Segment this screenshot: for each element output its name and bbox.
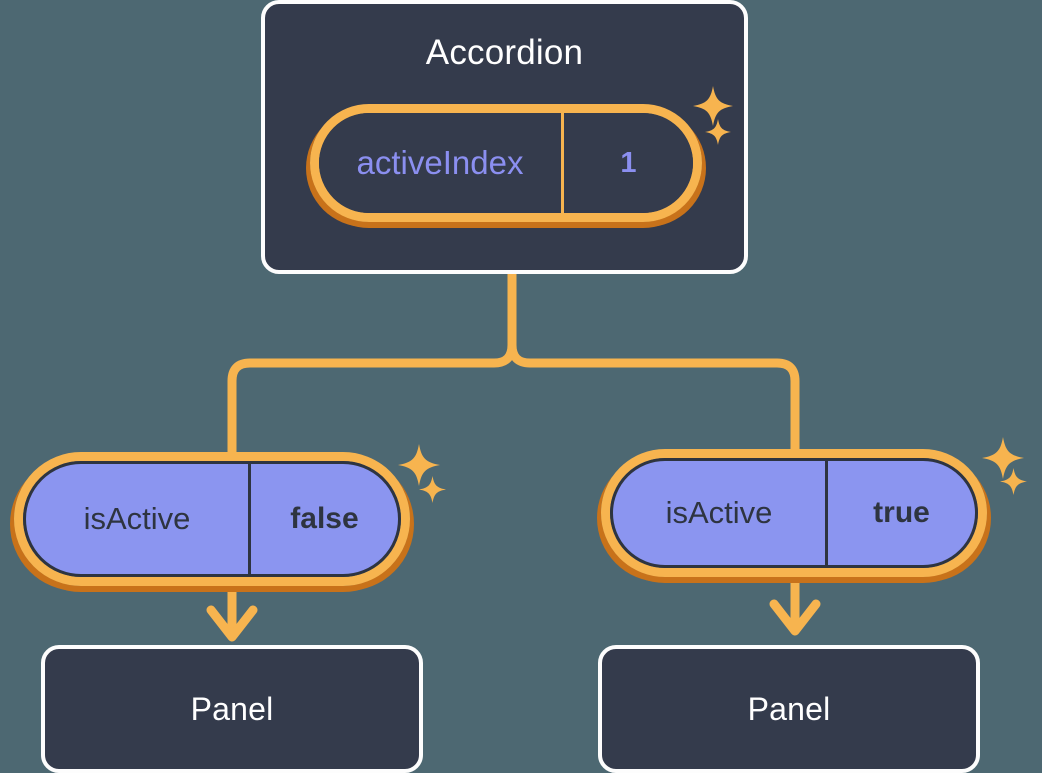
panel-title: Panel bbox=[190, 691, 274, 727]
panel-component-card-right[interactable]: Panel bbox=[598, 645, 980, 773]
state-value-label: 1 bbox=[561, 113, 693, 213]
panel-title: Panel bbox=[747, 691, 831, 727]
state-pill-is-active-right[interactable]: isActive true bbox=[601, 449, 987, 577]
state-key-label: isActive bbox=[83, 501, 191, 536]
accordion-title: Accordion bbox=[425, 33, 584, 72]
state-pill-frame: isActive true bbox=[601, 449, 987, 577]
sparkle-left-small-icon bbox=[419, 476, 446, 503]
connector-tree-path-left bbox=[227, 340, 517, 460]
panel-component-card-left[interactable]: Panel bbox=[41, 645, 423, 773]
state-pill-active-index[interactable]: activeIndex 1 bbox=[310, 104, 702, 222]
state-key-label: activeIndex bbox=[356, 144, 524, 181]
state-pill-frame: activeIndex 1 bbox=[310, 104, 702, 222]
state-value-label: false bbox=[248, 464, 398, 574]
state-pill-inner: activeIndex 1 bbox=[319, 113, 693, 213]
connector-tree-path bbox=[507, 267, 800, 457]
sparkle-right-small-icon bbox=[1000, 468, 1027, 495]
state-pill-is-active-left[interactable]: isActive false bbox=[14, 452, 410, 586]
sparkle-right-large-icon bbox=[982, 437, 1024, 479]
connector-arrow-right-head bbox=[769, 599, 821, 636]
state-pill-inner: isActive false bbox=[23, 461, 401, 577]
state-pill-frame: isActive false bbox=[14, 452, 410, 586]
connector-arrow-left-head bbox=[206, 605, 258, 642]
state-key-label: isActive bbox=[665, 495, 773, 530]
state-value-label: true bbox=[825, 461, 975, 565]
state-pill-inner: isActive true bbox=[610, 458, 978, 568]
